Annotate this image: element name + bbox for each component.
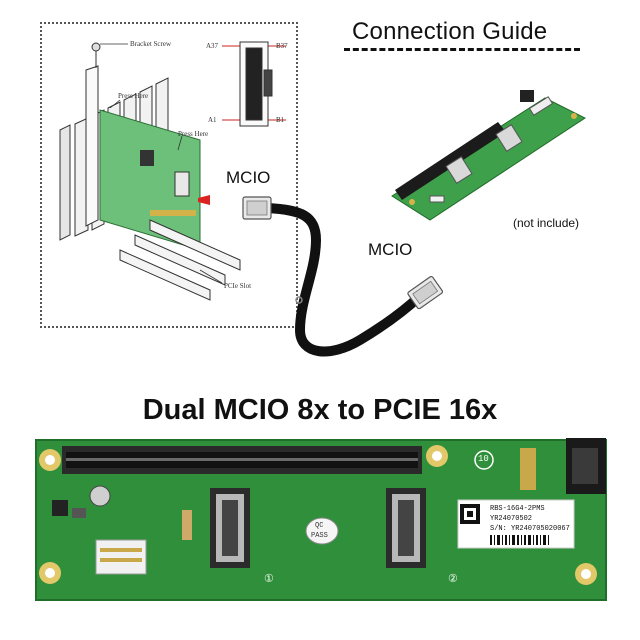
not-included-note: (not include) <box>513 216 580 230</box>
press-here-label-1: Press Here <box>118 92 149 100</box>
pcb-board <box>35 438 607 601</box>
connection-guide-title: Connection Guide <box>352 18 548 45</box>
mcio-label-bottom: MCIO <box>368 240 413 259</box>
barcode <box>490 535 549 545</box>
pin-b37-label: B37 <box>276 42 288 50</box>
mcio-cable <box>263 203 425 357</box>
pin-a1-label: A1 <box>208 116 217 124</box>
mcio-connector-top <box>242 196 272 220</box>
connector-marker-1: ① <box>264 574 274 586</box>
qc-text: QC <box>315 522 324 530</box>
connector-pinout-drawing <box>222 41 286 127</box>
pass-text: PASS <box>311 532 328 540</box>
pin-b1-label: B1 <box>276 116 285 124</box>
mcio-label-top: MCIO <box>226 168 271 187</box>
press-here-label-2: Press Here <box>178 130 209 138</box>
pin-a37-label: A37 <box>206 42 219 50</box>
title-underline <box>344 48 580 51</box>
sticker-code: YR24070502 <box>490 515 533 523</box>
marking-10: 10 <box>478 454 489 464</box>
pcie-slots-drawing <box>119 219 241 301</box>
product-title: Dual MCIO 8x to PCIE 16x <box>142 394 498 426</box>
sticker-serial: S/N: YR240705020067 <box>490 525 570 533</box>
riser-board-thumbnail <box>391 90 586 221</box>
connector-marker-2: ② <box>448 574 458 586</box>
connection-guide-illustration <box>40 22 298 328</box>
pcie-slot-label: PCIe Slot <box>224 282 252 290</box>
sticker-model: RBS-16G4-2PMS <box>490 505 545 513</box>
bracket-screw-label: Bracket Screw <box>130 40 172 48</box>
mcio-connector-bottom <box>407 275 444 310</box>
